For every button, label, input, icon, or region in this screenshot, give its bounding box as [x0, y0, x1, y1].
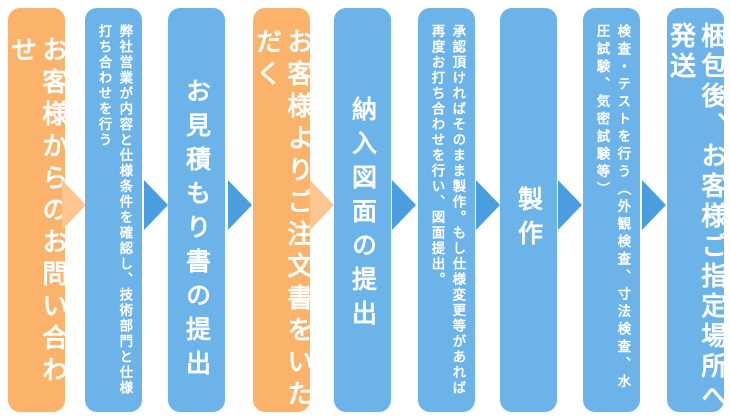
step-shipping-text: 梱包後、お客様ご指定場所へ発送: [667, 22, 724, 412]
arrow-icon: [144, 180, 168, 230]
arrow-icon: [62, 180, 86, 230]
step-drawing: 納入図面の提出: [334, 8, 391, 412]
step-approval-text: 承認頂ければそのまま製作。もし仕様変更等があれば再度お打ち合わせを行い、図面提出…: [428, 24, 466, 396]
arrow-icon: [642, 180, 666, 230]
arrow-icon: [228, 180, 252, 230]
step-production: 製作: [500, 8, 557, 412]
step-inquiry: お客様からのお問い合わせ: [8, 8, 65, 412]
step-inspection: 検査・テストを行う（外観検査、寸法検査、水圧試験、気密試験等）: [583, 8, 640, 412]
arrow-icon: [476, 180, 500, 230]
step-inquiry-text: お客様からのお問い合わせ: [8, 36, 65, 388]
step-quotation-text: お見積もり書の提出: [182, 78, 212, 384]
arrow-icon: [310, 180, 334, 230]
step-shipping: 梱包後、お客様ご指定場所へ発送: [667, 8, 724, 412]
step-quotation: お見積もり書の提出: [168, 8, 225, 412]
step-spec-meeting-text: 弊社営業が内容と仕様条件を確認し、技術部門と仕様打ち合わせを行う: [95, 24, 133, 396]
arrow-icon: [392, 180, 416, 230]
step-inspection-text: 検査・テストを行う（外観検査、寸法検査、水圧試験、気密試験等）: [593, 24, 631, 392]
step-approval: 承認頂ければそのまま製作。もし仕様変更等があれば再度お打ち合わせを行い、図面提出…: [418, 8, 475, 412]
step-order-text: お客様よりご注文書をいただく: [253, 28, 310, 412]
arrow-icon: [558, 180, 582, 230]
step-order: お客様よりご注文書をいただく: [253, 8, 310, 412]
step-drawing-text: 納入図面の提出: [348, 96, 378, 334]
step-spec-meeting: 弊社営業が内容と仕様条件を確認し、技術部門と仕様打ち合わせを行う: [85, 8, 142, 412]
step-production-text: 製作: [514, 186, 544, 254]
